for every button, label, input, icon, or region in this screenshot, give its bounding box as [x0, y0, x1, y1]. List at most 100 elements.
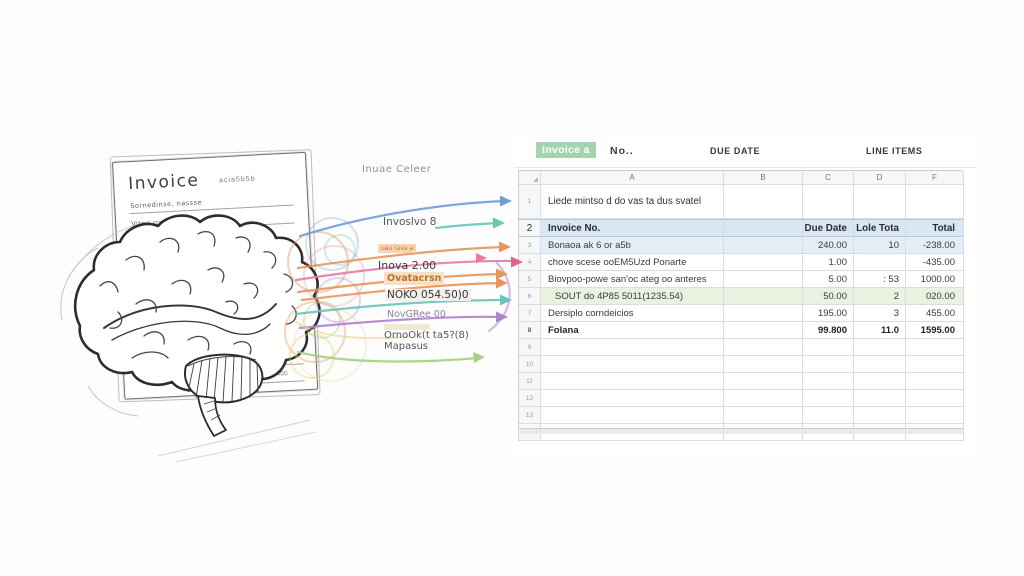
empty-row: 12	[519, 390, 964, 407]
cell[interactable]	[854, 407, 906, 423]
cell-total[interactable]: -238.00	[906, 237, 964, 253]
cell[interactable]	[541, 356, 724, 372]
cell[interactable]	[724, 390, 803, 406]
cell[interactable]	[854, 390, 906, 406]
arrowhead-pink	[476, 253, 487, 264]
row-number[interactable]: 10	[519, 356, 541, 372]
row-number[interactable]: 12	[519, 390, 541, 406]
select-all-corner[interactable]	[519, 171, 541, 184]
row-number[interactable]: 7	[519, 305, 541, 321]
row-number[interactable]: 4	[519, 254, 541, 270]
header-invoice-no[interactable]: Invoice No.	[541, 220, 724, 236]
invoice-sketch: Invoice acia5b5b Sornedinse, nassse Vite…	[112, 151, 319, 400]
cell[interactable]	[803, 185, 854, 218]
cell-due[interactable]: 240.00	[803, 237, 854, 253]
cell[interactable]	[724, 339, 803, 355]
cell[interactable]	[803, 407, 854, 423]
cell[interactable]	[803, 373, 854, 389]
invoice-sketch-line3: rrLo	[132, 237, 148, 247]
annotation-noko: NOKO 054.50)0	[385, 289, 471, 301]
annotation-lineitems-group: OrnoOk(t ta5?(8) Mapasus	[384, 324, 469, 352]
row-number[interactable]: 13	[519, 407, 541, 423]
cell-due[interactable]: 5.00	[803, 271, 854, 287]
cell[interactable]	[803, 390, 854, 406]
column-header-a[interactable]: A	[541, 171, 724, 184]
header-total[interactable]: Total	[906, 220, 964, 236]
cell[interactable]	[906, 185, 964, 218]
cell[interactable]	[724, 220, 803, 236]
cell[interactable]	[803, 356, 854, 372]
column-header-c[interactable]: C	[803, 171, 854, 184]
cell[interactable]	[724, 185, 803, 218]
cell[interactable]	[724, 407, 803, 423]
cell[interactable]	[854, 185, 906, 218]
arrowhead-orange-2	[496, 268, 508, 280]
row-number[interactable]: 5	[519, 271, 541, 287]
cell[interactable]	[724, 254, 803, 270]
cell[interactable]	[541, 407, 724, 423]
cell[interactable]	[724, 305, 803, 321]
cell[interactable]	[541, 390, 724, 406]
empty-row: 11	[519, 373, 964, 390]
header-due-date[interactable]: Due Date	[803, 220, 854, 236]
invoice-sketch-line2: Vitee rrr	[131, 218, 163, 229]
cell-qty[interactable]: 10	[854, 237, 906, 253]
cell[interactable]	[906, 356, 964, 372]
row-number[interactable]: 3	[519, 237, 541, 253]
cell[interactable]	[724, 237, 803, 253]
cell[interactable]	[906, 339, 964, 355]
cell[interactable]	[724, 271, 803, 287]
column-header-d[interactable]: D	[854, 171, 906, 184]
cell-total[interactable]: 1595.00	[906, 322, 964, 338]
row-number[interactable]: 2	[519, 220, 541, 236]
cell-due[interactable]: 195.00	[803, 305, 854, 321]
arrow-purple-loop	[487, 261, 511, 333]
cell[interactable]	[906, 407, 964, 423]
cell[interactable]	[906, 373, 964, 389]
row-number[interactable]: 9	[519, 339, 541, 355]
cell[interactable]	[541, 339, 724, 355]
cell[interactable]	[854, 356, 906, 372]
cell-qty[interactable]: 3	[854, 305, 906, 321]
cell[interactable]	[724, 322, 803, 338]
cell[interactable]	[854, 373, 906, 389]
cell[interactable]	[724, 356, 803, 372]
sheet-title-line-items: LINE ITEMS	[866, 146, 923, 156]
column-header-b[interactable]: B	[724, 171, 803, 184]
cell-due[interactable]: 50.00	[803, 288, 854, 304]
arrowhead-orange-3	[496, 277, 508, 289]
cell-total[interactable]: -435.00	[906, 254, 964, 270]
header-lole-tota[interactable]: Lole Tota	[854, 220, 906, 236]
cell-invoice[interactable]: Biovpoo-powe san'oc ateg oo anteres	[541, 271, 724, 287]
row-number[interactable]: 11	[519, 373, 541, 389]
annotation-novgree: NovGRee 00	[387, 309, 446, 320]
cell[interactable]	[541, 373, 724, 389]
invoice-sketch-title: Invoice	[127, 170, 200, 195]
cell-qty[interactable]	[854, 254, 906, 270]
cell-qty[interactable]: : 53	[854, 271, 906, 287]
cell-note[interactable]: Liede mintso d do vas ta dus svatel	[541, 185, 724, 218]
row-number[interactable]: 8	[519, 322, 541, 338]
cell-total[interactable]: 1000.00	[906, 271, 964, 287]
cell[interactable]	[724, 288, 803, 304]
column-header-f[interactable]: F	[906, 171, 964, 184]
cell-invoice[interactable]: Dersiplo corndeicios	[541, 305, 724, 321]
row-number[interactable]: 1	[519, 185, 541, 218]
cell[interactable]	[803, 339, 854, 355]
cell[interactable]	[906, 424, 964, 440]
cell-qty[interactable]: 2	[854, 288, 906, 304]
cell-total-label[interactable]: Folana	[541, 322, 724, 338]
cell-total[interactable]: 455.00	[906, 305, 964, 321]
cell-due[interactable]: 1.00	[803, 254, 854, 270]
cell[interactable]	[854, 339, 906, 355]
cell[interactable]	[724, 373, 803, 389]
cell-qty[interactable]: 11.0	[854, 322, 906, 338]
yellow-highlight-mark	[250, 340, 285, 349]
cell-invoice[interactable]: SOUT do 4P85 5011(1235.54)	[541, 288, 724, 304]
cell-due[interactable]: 99.800	[803, 322, 854, 338]
cell[interactable]	[906, 390, 964, 406]
cell-total[interactable]: 020.00	[906, 288, 964, 304]
cell-invoice[interactable]: Bonaoa ak 6 or a5b	[541, 237, 724, 253]
cell-invoice[interactable]: chove scese ooEM5Uzd Ponarte	[541, 254, 724, 270]
row-number[interactable]: 6	[519, 288, 541, 304]
